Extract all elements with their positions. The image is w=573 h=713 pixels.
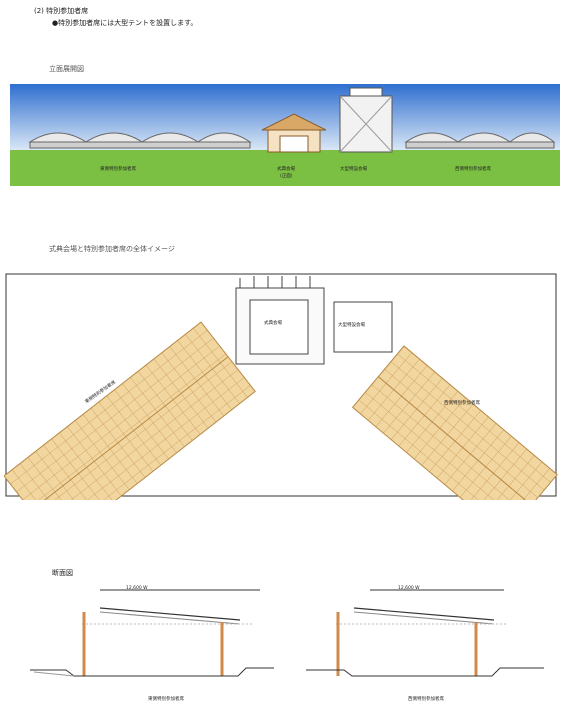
grass <box>10 150 560 186</box>
section-left-caption: 東側特別参加者席 <box>148 697 184 702</box>
bullet-text: ●特別参加者席には大型テントを設置します。 <box>52 19 198 27</box>
section-title: (2) 特別参加者席 <box>34 7 89 15</box>
elev-right-label: 西側特別参加者席 <box>455 167 491 172</box>
large-tent <box>339 87 393 153</box>
section-illustration <box>30 589 544 677</box>
section-left <box>30 589 274 677</box>
right-seating-area <box>351 345 558 500</box>
left-tent-group <box>28 132 252 149</box>
elevation-illustration <box>10 84 560 186</box>
elevation-heading: 立面展開図 <box>49 65 84 73</box>
plan-center-building <box>235 276 325 365</box>
elev-center-label: 式典会場 <box>277 167 295 172</box>
elev-center-sub-label: (正面) <box>280 174 293 179</box>
plan-large-tent <box>333 301 393 353</box>
section-right-caption: 西側特別参加者席 <box>408 697 444 702</box>
right-tent-group <box>404 132 556 149</box>
plan-heading: 式典会場と特別参加者席の全体イメージ <box>49 245 175 253</box>
section-right <box>306 589 544 677</box>
plan-illustration <box>4 273 558 500</box>
section-right-dim: 12,600 W <box>398 586 420 591</box>
elev-left-label: 東側特別参加者席 <box>100 167 136 172</box>
center-building <box>261 113 327 153</box>
section-heading: 断面図 <box>52 569 73 577</box>
left-seating-area <box>4 321 256 500</box>
section-left-dim: 12,600 W <box>126 586 148 591</box>
plan-right-label: 西側特別参加者席 <box>444 401 480 406</box>
plan-large-tent-label: 大型特設会場 <box>338 323 365 328</box>
plan-center-label: 式典会場 <box>264 321 282 326</box>
elev-large-tent-label: 大型特設会場 <box>340 167 367 172</box>
